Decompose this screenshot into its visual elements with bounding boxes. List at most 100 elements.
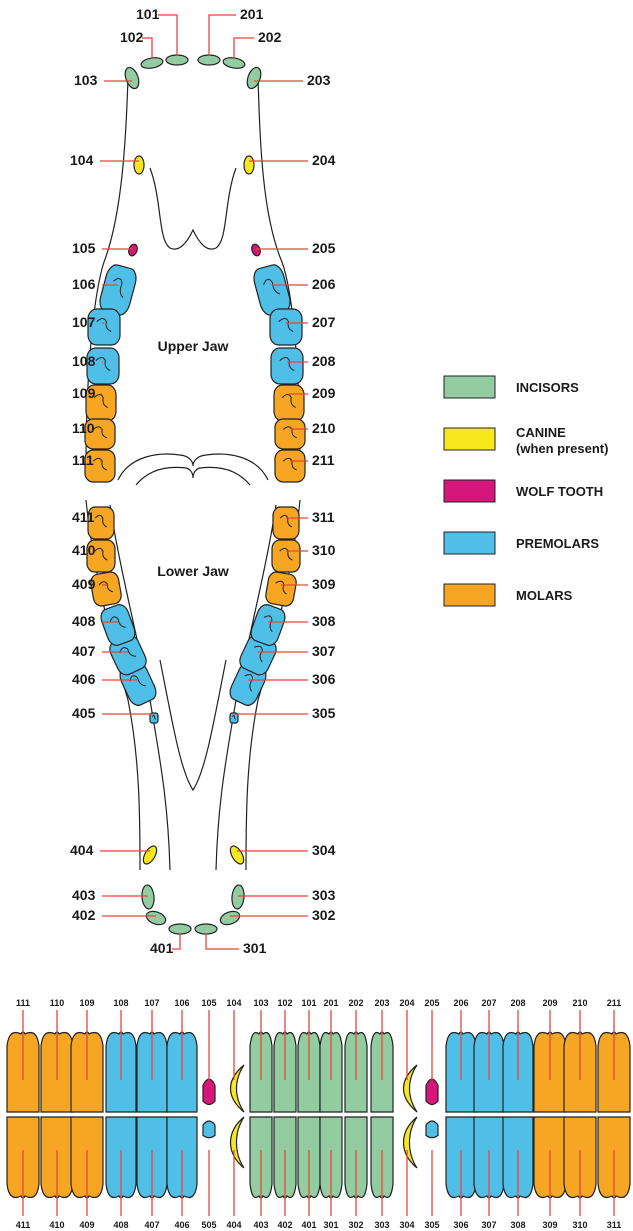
strip-top-label-201: 201 [323, 998, 338, 1008]
tooth-404 [141, 844, 160, 866]
tooth-211 [275, 450, 305, 482]
legend-label-premolar: PREMOLARS [516, 536, 599, 551]
strip-top-label-211: 211 [607, 998, 622, 1008]
strip-top-label-110: 110 [50, 998, 65, 1008]
legend-swatch-canine [444, 428, 495, 450]
tooth-103 [123, 66, 142, 91]
leader-202 [234, 38, 254, 59]
legend-label-incisor: INCISORS [516, 380, 579, 395]
strip-top-label-202: 202 [348, 998, 363, 1008]
strip-lower-tooth-505 [203, 1121, 215, 1138]
label-308: 308 [312, 613, 336, 629]
strip-upper-tooth-204 [404, 1065, 418, 1112]
tooth-302 [219, 909, 242, 927]
tooth-104 [134, 156, 144, 174]
leader-101 [158, 15, 177, 56]
tooth-105 [127, 243, 139, 257]
label-407: 407 [72, 643, 96, 659]
label-311: 311 [312, 509, 335, 525]
strip-bottom-label-311: 311 [607, 1220, 622, 1230]
label-403: 403 [72, 887, 96, 903]
strip-top-label-106: 106 [174, 998, 189, 1008]
tooth-204 [244, 156, 254, 174]
label-111: 111 [72, 452, 94, 468]
strip-upper-tooth-104 [231, 1065, 245, 1112]
label-201: 201 [240, 6, 264, 22]
strip-lower-tooth-304 [404, 1117, 418, 1168]
jaw-divider [118, 454, 268, 485]
strip-top-label-204: 204 [399, 998, 414, 1008]
strip-top-label-111: 111 [16, 998, 30, 1008]
legend-swatch-molar [444, 584, 495, 606]
label-210: 210 [312, 420, 336, 436]
legend-sublabel-canine: (when present) [516, 441, 608, 456]
leader-102 [142, 38, 152, 59]
strip-top-label-102: 102 [277, 998, 292, 1008]
lower-jaw-label: Lower Jaw [157, 563, 229, 579]
strip-bottom-label-304: 304 [399, 1220, 414, 1230]
tooth-402 [145, 909, 168, 927]
label-404: 404 [70, 842, 94, 858]
strip-bottom-label-409: 409 [79, 1220, 94, 1230]
strip-bottom-label-406: 406 [174, 1220, 189, 1230]
strip-top-label-109: 109 [79, 998, 94, 1008]
label-108: 108 [72, 353, 96, 369]
strip-bottom-label-301: 301 [323, 1220, 338, 1230]
label-204: 204 [312, 152, 336, 168]
strip-bottom-label-306: 306 [453, 1220, 468, 1230]
strip-top-label-210: 210 [572, 998, 587, 1008]
label-303: 303 [312, 887, 336, 903]
label-411: 411 [72, 509, 95, 525]
strip-lower-tooth-404 [231, 1117, 245, 1168]
tooth-304 [228, 844, 247, 866]
strip-upper-tooth-105 [203, 1079, 215, 1104]
leader-201 [209, 15, 236, 56]
label-110: 110 [72, 420, 95, 436]
label-105: 105 [72, 240, 96, 256]
legend-swatch-incisor [444, 376, 495, 398]
strip-top-label-101: 101 [301, 998, 316, 1008]
label-402: 402 [72, 907, 96, 923]
strip-top-label-103: 103 [253, 998, 268, 1008]
upper-jaw-label: Upper Jaw [158, 338, 229, 354]
legend-label-molar: MOLARS [516, 588, 573, 603]
strip-bottom-label-303: 303 [374, 1220, 389, 1230]
strip-top-label-205: 205 [424, 998, 439, 1008]
strip-top-label-203: 203 [374, 998, 389, 1008]
label-208: 208 [312, 353, 336, 369]
strip-lower-tooth-305 [426, 1121, 438, 1138]
strip-bottom-label-408: 408 [113, 1220, 128, 1230]
tooth-403 [141, 885, 155, 910]
strip-bottom-label-410: 410 [49, 1220, 64, 1230]
label-401: 401 [150, 940, 174, 956]
label-310: 310 [312, 542, 336, 558]
strip-top-label-105: 105 [201, 998, 216, 1008]
label-405: 405 [72, 705, 96, 721]
strip-bottom-label-307: 307 [481, 1220, 496, 1230]
label-203: 203 [307, 72, 331, 88]
tooth-303 [231, 885, 245, 910]
legend-swatch-premolar [444, 532, 495, 554]
tooth-301 [195, 924, 217, 934]
strip-bottom-label-407: 407 [144, 1220, 159, 1230]
label-205: 205 [312, 240, 336, 256]
jaw-teeth [85, 55, 305, 934]
strip-bottom-label-411: 411 [16, 1220, 31, 1230]
label-406: 406 [72, 671, 96, 687]
strip-upper-tooth-205 [426, 1079, 438, 1104]
lower-jaw-outline [86, 500, 300, 870]
tooth-205 [250, 243, 262, 257]
label-302: 302 [312, 907, 336, 923]
leader-301 [206, 933, 239, 949]
label-304: 304 [312, 842, 336, 858]
label-309: 309 [312, 576, 336, 592]
jaw-outline [86, 78, 300, 870]
tooth-311 [273, 507, 299, 539]
strip-bottom-label-403: 403 [253, 1220, 268, 1230]
legend-label-wolf: WOLF TOOTH [516, 484, 603, 499]
strip-bottom-label-305: 305 [424, 1220, 439, 1230]
label-410: 410 [72, 542, 96, 558]
label-101: 101 [136, 6, 160, 22]
strip-top-label-206: 206 [453, 998, 468, 1008]
tooth-207 [270, 309, 302, 345]
